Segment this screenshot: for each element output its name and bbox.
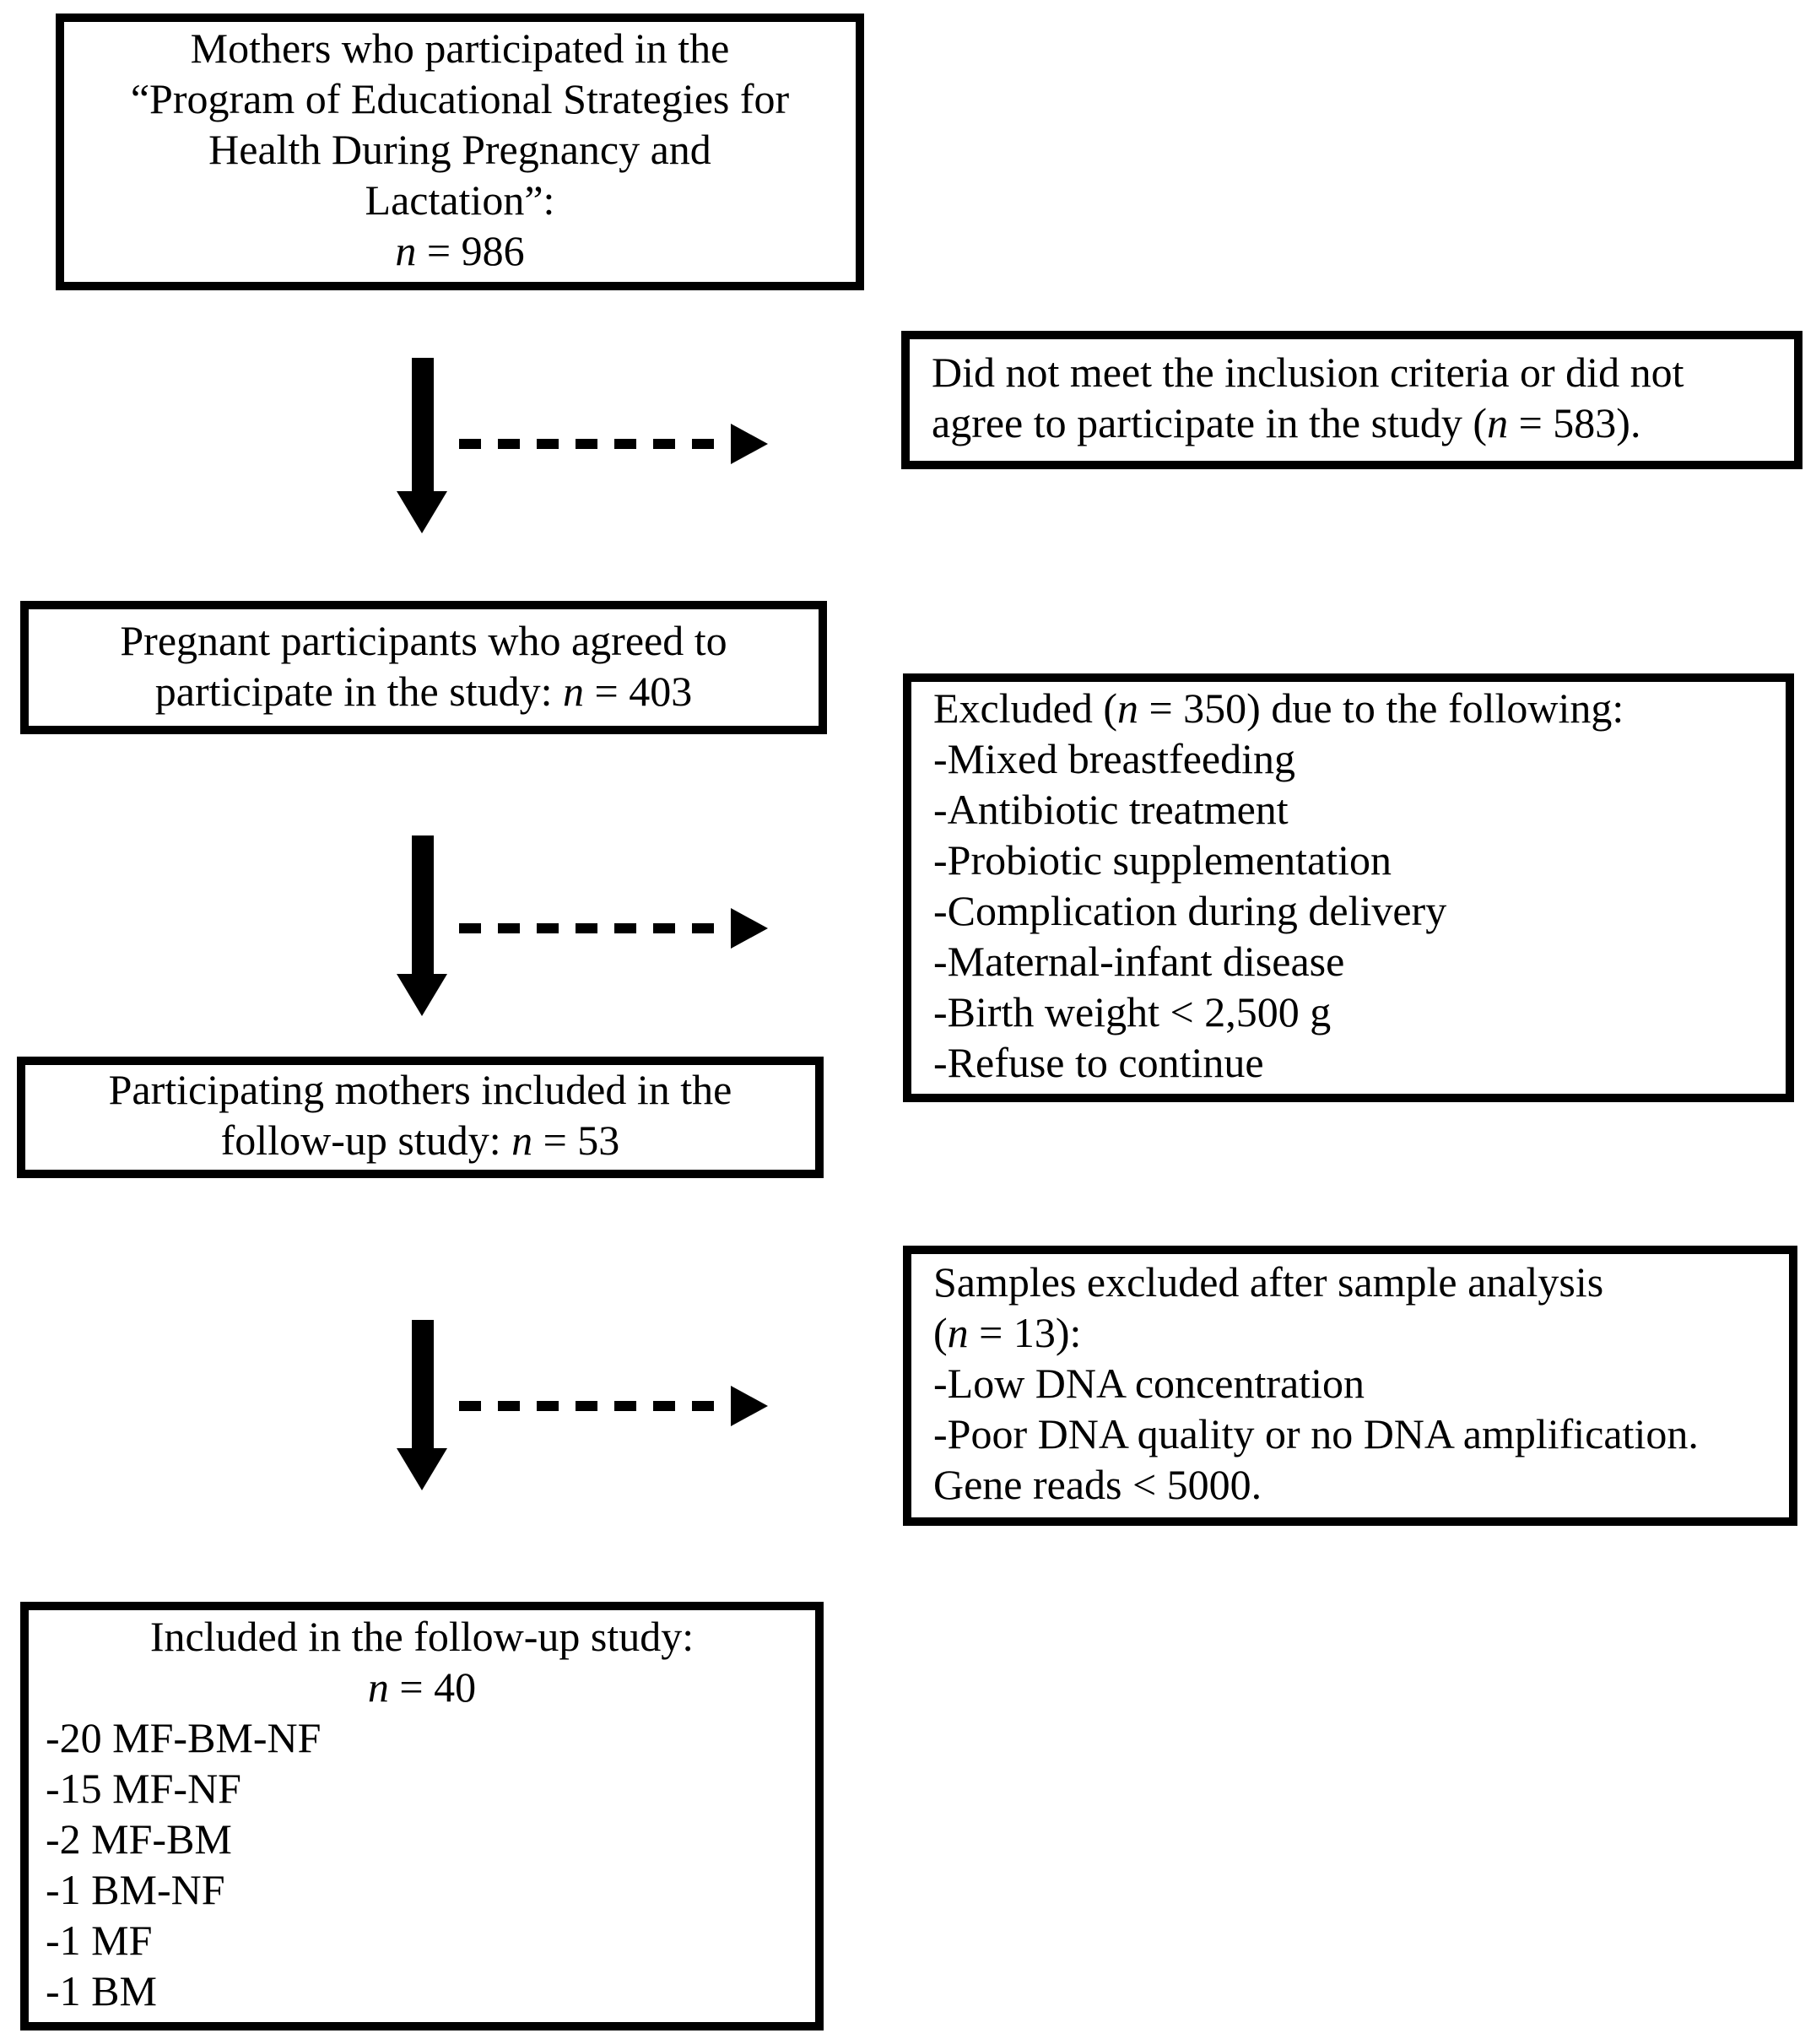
down-arrow-1-shaft [411, 358, 433, 491]
down-arrow-3-icon [397, 1320, 447, 1490]
flow-box-did-not-meet-criteria: Did not meet the inclusion criteria or d… [901, 331, 1802, 469]
dashed-right-arrow-2-head [731, 908, 768, 949]
down-arrow-3-head [397, 1448, 447, 1490]
down-arrow-3-shaft [411, 1320, 433, 1448]
flow-box-included-40-heading: Included in the follow-up study:n = 40 [149, 1615, 695, 1711]
flow-box-program-mothers: Mothers who participated in the“Program … [56, 14, 864, 290]
dashed-right-arrow-2-icon [459, 908, 768, 949]
dashed-right-arrow-3-icon [459, 1386, 768, 1426]
flow-box-samples-excluded-13: Samples excluded after sample analysis(n… [903, 1246, 1797, 1526]
dashed-right-arrow-2-line [459, 923, 731, 933]
down-arrow-2-head [397, 974, 447, 1016]
dashed-right-arrow-3-head [731, 1386, 768, 1426]
dashed-right-arrow-1-line [459, 439, 731, 449]
flow-box-excluded-350: Excluded (n = 350) due to the following:… [903, 673, 1794, 1102]
down-arrow-2-icon [397, 835, 447, 1016]
dashed-right-arrow-3-line [459, 1401, 731, 1411]
flow-box-included-40-group-list: -20 MF-BM-NF-15 MF-NF-2 MF-BM-1 BM-NF-1 … [46, 1717, 322, 2015]
down-arrow-1-icon [397, 358, 447, 533]
dashed-right-arrow-1-icon [459, 424, 768, 464]
flow-box-included-40: Included in the follow-up study:n = 40 -… [20, 1602, 824, 2030]
down-arrow-2-shaft [411, 835, 433, 974]
dashed-right-arrow-1-head [731, 424, 768, 464]
down-arrow-1-head [397, 491, 447, 533]
